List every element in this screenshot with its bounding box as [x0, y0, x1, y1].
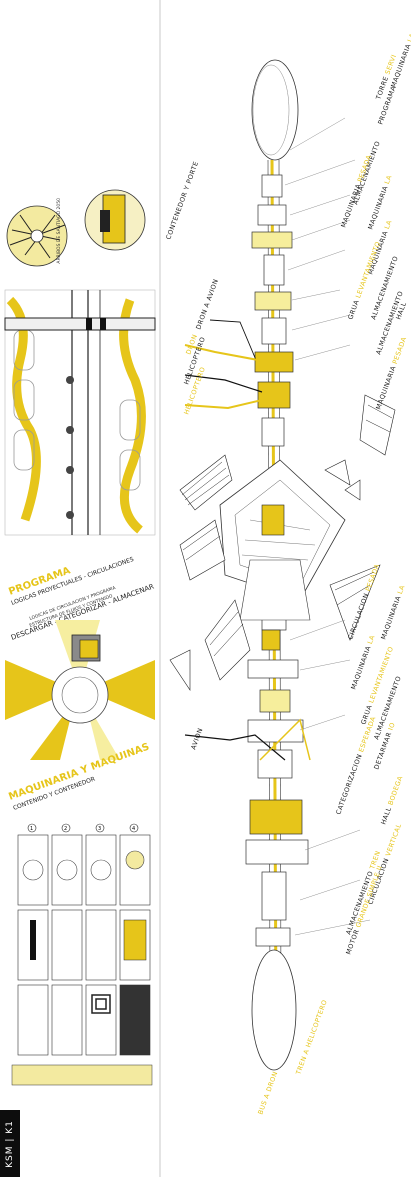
label-l-1: DRON A AVION [194, 278, 220, 331]
tower-slabs [245, 174, 309, 947]
label-l-0: CONTENEDOR Y PORTE [164, 160, 200, 240]
radial-diagram [5, 620, 155, 760]
banner-maquinaria: MAQUINARIA Y MAQUINAS CONTENIDO Y CONTEN… [7, 742, 151, 812]
tower-axonometric [169, 59, 396, 1071]
label-r-24: BUS A DRON [256, 1070, 279, 1115]
plan-grid: 1 2 3 4 [11, 823, 153, 1086]
callout-paths [184, 319, 311, 761]
tower-central-volume [219, 459, 346, 621]
banner-maquinaria-title: MAQUINARIA Y MAQUINAS [7, 742, 151, 803]
grid-number-3: 3 [98, 826, 101, 832]
left-panel: ARRIBOS DE SANTIAGO 2050 PROGRAMA L [4, 189, 156, 1086]
site-map-circle-1 [6, 205, 68, 267]
label-r-23: TREN A HELICOPTERO [294, 999, 329, 1077]
svg-text:ARRIBOS DE SANTIAGO 2050: ARRIBOS DE SANTIAGO 2050 [56, 198, 62, 264]
tower-top-disk [251, 59, 299, 161]
grid-number-4: 4 [132, 826, 135, 832]
site-map-circle-2 [84, 189, 146, 251]
label-r-13: MAQUINARIA LA [379, 584, 406, 641]
floating-shards [169, 394, 396, 691]
label-r-4: MAQUINARIA PESADA [339, 154, 373, 229]
leader-lines [284, 117, 371, 936]
grid-number-2: 2 [64, 826, 67, 832]
label-r-14: MAQUINARIA LA [349, 634, 376, 691]
badge: KSM | K1 [0, 1110, 20, 1177]
tower-bottom-disk [251, 949, 297, 1071]
label-l-5: AVION [189, 727, 204, 751]
label-r-18: CATEGORIZACION ESPERADA [334, 715, 377, 816]
urban-plan [4, 289, 156, 536]
grid-number-1: 1 [30, 826, 33, 832]
label-r-19: HALL BODEGA [379, 775, 404, 826]
badge-text: KSM | K1 [5, 1119, 15, 1168]
